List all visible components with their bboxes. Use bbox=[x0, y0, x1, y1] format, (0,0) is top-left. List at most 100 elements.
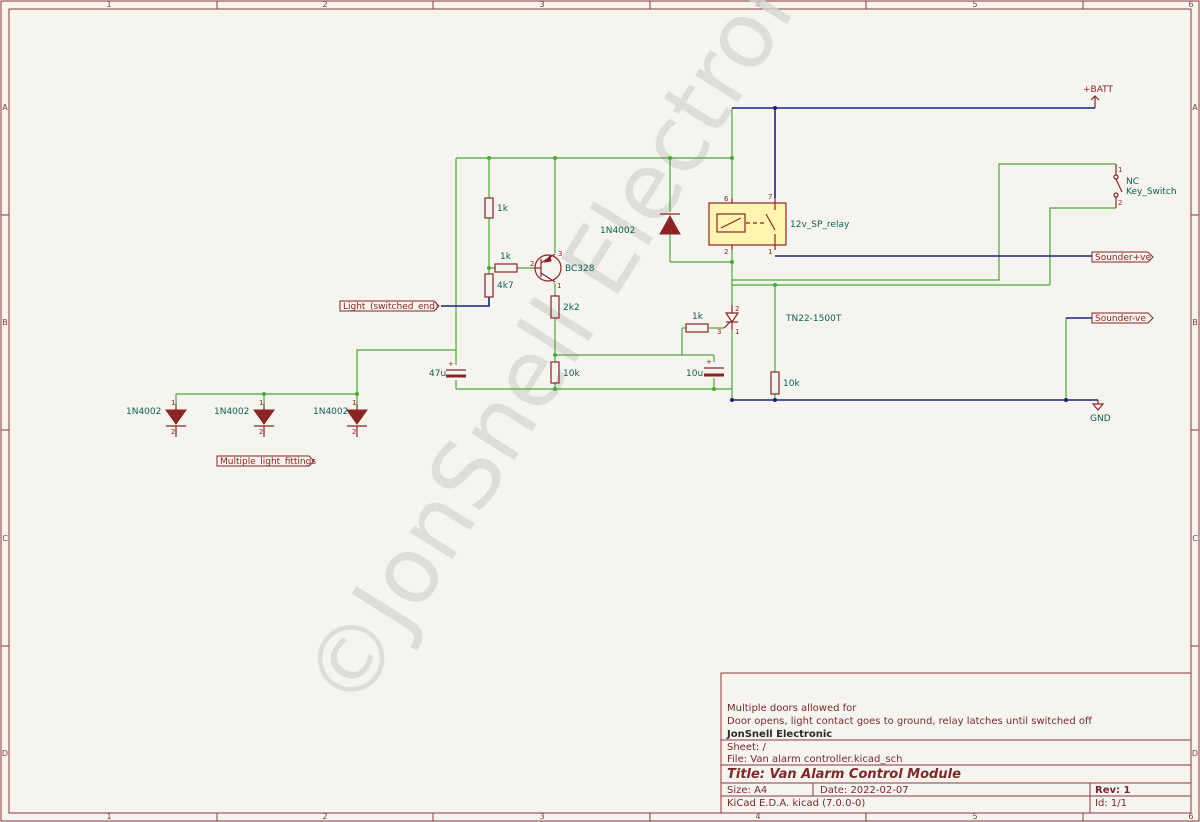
resistor-10k-mid bbox=[550, 361, 560, 384]
thyristor-label: TN22-1500T bbox=[785, 314, 842, 324]
transistor-label: BC328 bbox=[565, 264, 595, 274]
title-block-sheet: Sheet: / bbox=[727, 742, 766, 753]
wires bbox=[175, 108, 1116, 404]
inner-frame bbox=[8, 8, 1192, 814]
svg-text:2: 2 bbox=[171, 428, 175, 436]
resistor-2k2-label: 2k2 bbox=[563, 303, 580, 313]
resistor-4k7-label: 4k7 bbox=[497, 281, 514, 291]
junctions bbox=[262, 156, 777, 396]
svg-text:2: 2 bbox=[724, 248, 728, 256]
resistor-1k-top bbox=[484, 197, 494, 219]
sounder-pos-text: Sounder+ve bbox=[1095, 253, 1151, 263]
light-switched-netlabel: Light_(switched_end) bbox=[339, 300, 440, 312]
resistor-10k-mid-label: 10k bbox=[563, 369, 580, 379]
svg-text:2: 2 bbox=[259, 428, 263, 436]
row-label-right: A bbox=[1192, 103, 1198, 112]
col-label-bottom: 2 bbox=[322, 812, 327, 821]
batt-label: +BATT bbox=[1083, 85, 1114, 95]
title-block-id: Id: 1/1 bbox=[1095, 798, 1127, 809]
key-switch-nc-label: NC bbox=[1126, 177, 1139, 187]
col-label-top: 6 bbox=[1188, 0, 1193, 9]
sounder-neg-netlabel: Sounder-ve bbox=[1091, 312, 1154, 324]
resistor-1k-top-label: 1k bbox=[497, 204, 509, 214]
watermark-text: ©JonSnell Electronic bbox=[283, 0, 872, 727]
diode-1-label: 1N4002 bbox=[126, 407, 161, 417]
col-label-bottom: 4 bbox=[755, 812, 760, 821]
svg-text:2: 2 bbox=[352, 428, 356, 436]
svg-text:6: 6 bbox=[724, 195, 729, 203]
resistor-4k7 bbox=[484, 273, 494, 298]
key-switch-label: Key_Switch bbox=[1126, 187, 1177, 197]
svg-text:3: 3 bbox=[558, 250, 562, 258]
relay-symbol: 6 7 2 1 bbox=[708, 193, 787, 256]
resistor-1k-base bbox=[494, 263, 518, 273]
col-label-top: 4 bbox=[755, 0, 760, 9]
svg-text:2: 2 bbox=[1118, 199, 1122, 207]
resistor-1k-gate-label: 1k bbox=[692, 312, 704, 322]
diode-relay-label: 1N4002 bbox=[600, 226, 635, 236]
light-switched-text: Light_(switched_end) bbox=[343, 302, 438, 312]
col-label-top: 1 bbox=[106, 0, 111, 9]
row-label-left: D bbox=[2, 749, 8, 758]
col-label-top: 3 bbox=[539, 0, 544, 9]
row-label-left: A bbox=[2, 103, 8, 112]
title-block-file: File: Van alarm controller.kicad_sch bbox=[727, 754, 902, 765]
key-switch-symbol: 1 2 bbox=[1113, 164, 1123, 208]
gnd-label: GND bbox=[1090, 414, 1111, 424]
resistor-2k2 bbox=[550, 295, 560, 319]
row-label-left: B bbox=[2, 318, 8, 327]
diode-3-label: 1N4002 bbox=[313, 407, 348, 417]
capacitor-47u-label: 47u bbox=[429, 369, 446, 379]
capacitor-10u: + bbox=[704, 358, 724, 377]
title-block-size: Size: A4 bbox=[727, 785, 767, 796]
svg-text:1: 1 bbox=[557, 282, 561, 290]
svg-text:7: 7 bbox=[768, 193, 772, 201]
svg-text:2: 2 bbox=[530, 260, 534, 268]
capacitor-47u: + bbox=[446, 360, 466, 378]
thyristor-symbol: 2 3 1 bbox=[717, 305, 739, 336]
gnd-symbol bbox=[1091, 400, 1105, 411]
multiple-light-text: Multiple_light_fittings bbox=[220, 457, 316, 467]
row-label-right: C bbox=[1192, 534, 1198, 543]
diode-1-symbol: 1 2 bbox=[165, 399, 187, 437]
svg-text:3: 3 bbox=[717, 328, 721, 336]
title-block-company: JonSnell Electronic bbox=[726, 729, 832, 740]
diode-2-label: 1N4002 bbox=[214, 407, 249, 417]
transistor-symbol: 3 2 1 bbox=[530, 250, 562, 290]
svg-text:1: 1 bbox=[352, 399, 356, 407]
svg-text:+: + bbox=[448, 360, 454, 368]
diode-2-symbol: 1 2 bbox=[253, 399, 275, 437]
title-block-comment1: Multiple doors allowed for bbox=[727, 703, 857, 714]
title-block bbox=[720, 672, 1192, 814]
svg-text:1: 1 bbox=[1118, 166, 1122, 174]
col-label-bottom: 1 bbox=[106, 812, 111, 821]
multiple-light-netlabel: Multiple_light_fittings bbox=[216, 455, 316, 467]
bus-wires bbox=[441, 107, 1098, 401]
title-block-tool: KiCad E.D.A. kicad (7.0.0-0) bbox=[727, 798, 865, 809]
svg-text:2: 2 bbox=[735, 305, 739, 313]
svg-text:1: 1 bbox=[171, 399, 175, 407]
batt-power-symbol bbox=[1090, 95, 1100, 108]
svg-text:1: 1 bbox=[735, 328, 739, 336]
row-label-left: C bbox=[2, 534, 8, 543]
col-label-top: 5 bbox=[972, 0, 977, 9]
col-label-bottom: 5 bbox=[972, 812, 977, 821]
sounder-pos-netlabel: Sounder+ve bbox=[1091, 251, 1154, 263]
resistor-1k-base-label: 1k bbox=[500, 252, 512, 262]
relay-label: 12v_SP_relay bbox=[790, 220, 850, 230]
resistor-10k-right bbox=[770, 371, 780, 395]
diode-3-symbol: 1 2 bbox=[346, 399, 368, 437]
svg-text:1: 1 bbox=[259, 399, 263, 407]
title-block-rev: Rev: 1 bbox=[1095, 785, 1130, 796]
sounder-neg-text: Sounder-ve bbox=[1095, 314, 1146, 324]
title-block-comment2: Door opens, light contact goes to ground… bbox=[727, 716, 1093, 727]
col-label-bottom: 6 bbox=[1188, 812, 1193, 821]
diode-relay-symbol bbox=[659, 213, 681, 235]
row-label-right: D bbox=[1192, 749, 1198, 758]
capacitor-10u-label: 10u bbox=[686, 369, 703, 379]
resistor-10k-right-label: 10k bbox=[783, 379, 800, 389]
svg-text:1: 1 bbox=[768, 248, 772, 256]
